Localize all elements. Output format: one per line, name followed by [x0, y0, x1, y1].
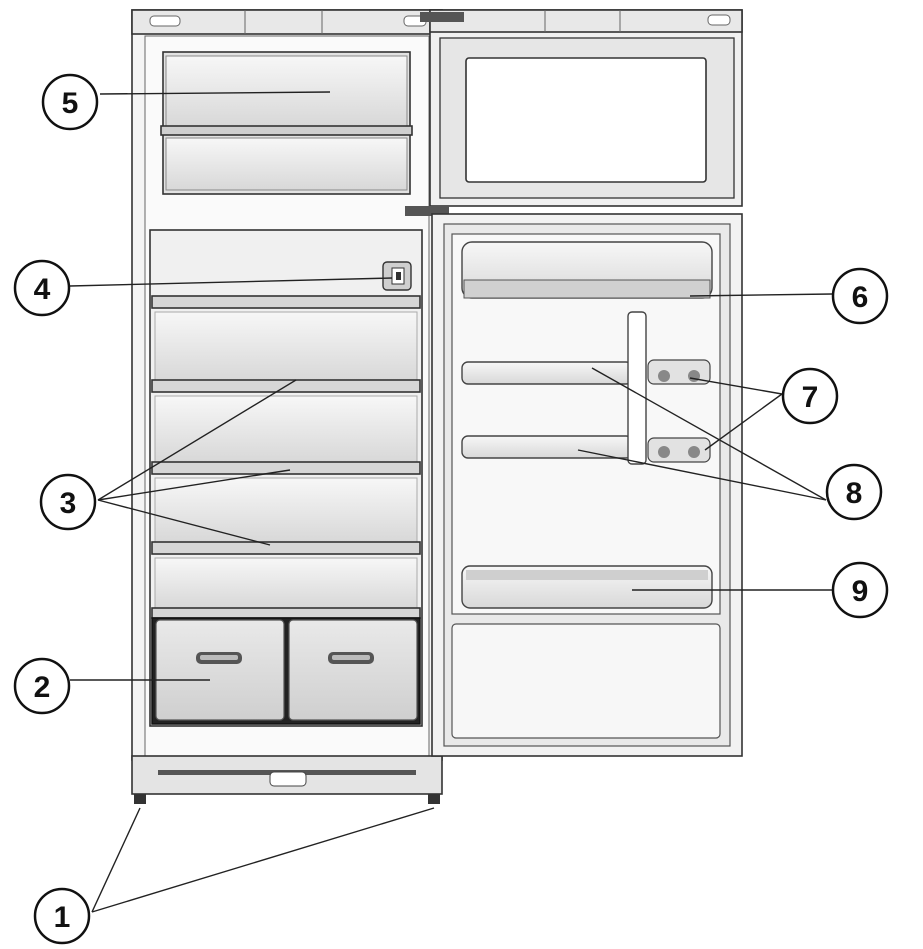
egg-trays [647, 359, 711, 463]
right-foot [428, 794, 440, 804]
callout-5-label: 5 [62, 87, 79, 120]
callout-3: 3 [39, 473, 97, 531]
callout-4-label: 4 [34, 273, 51, 306]
bottle-rack [461, 565, 713, 609]
callout-3-label: 3 [60, 487, 77, 520]
callout-4: 4 [13, 259, 71, 317]
callout-6: 6 [831, 267, 889, 325]
callout-6-label: 6 [852, 281, 869, 314]
fridge-compartment [149, 229, 423, 727]
callout-7-label: 7 [802, 381, 819, 414]
door-racks [461, 311, 647, 465]
callout-5: 5 [41, 73, 99, 131]
base-plinth [131, 755, 443, 804]
top-trim [131, 9, 443, 35]
left-foot [134, 794, 146, 804]
callout-1-label: 1 [54, 901, 71, 934]
callout-9: 9 [831, 561, 889, 619]
callout-2: 2 [13, 657, 71, 715]
leader-lines [69, 91, 833, 913]
callout-1: 1 [33, 887, 91, 945]
callout-8: 8 [825, 463, 883, 521]
crisper-drawers [151, 617, 421, 725]
callout-8-label: 8 [846, 477, 863, 510]
fridge-door [431, 213, 743, 757]
lower-door-panel [451, 623, 721, 739]
light-housing [382, 261, 412, 291]
fridge-shelves [151, 295, 421, 619]
freezer-compartment [160, 51, 413, 195]
callout-9-label: 9 [852, 575, 869, 608]
freezer-door [405, 9, 743, 216]
callout-7: 7 [781, 367, 839, 425]
callout-2-label: 2 [34, 671, 51, 704]
dairy-compartment [461, 241, 713, 299]
